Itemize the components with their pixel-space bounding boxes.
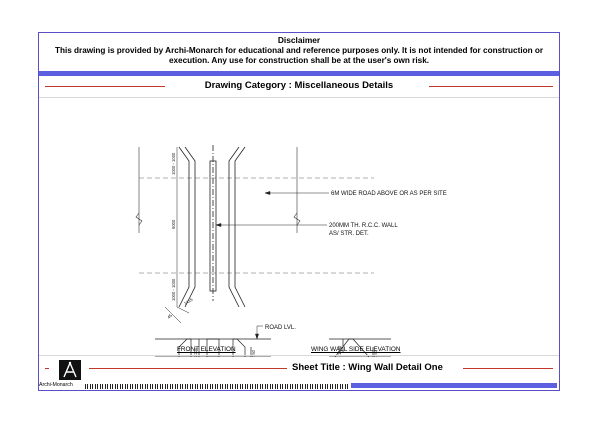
wing-wall-left-outer: [178, 146, 190, 308]
dim-top: 1000 - 1000: [171, 152, 176, 175]
drawing-sheet: Disclaimer This drawing is provided by A…: [38, 32, 560, 391]
front-center-wall: [206, 338, 220, 357]
dimension-line-diag2: [164, 306, 182, 324]
sheet-rule-right: [463, 368, 553, 369]
dim-side-h: 1400: [337, 345, 342, 355]
disclaimer-text: This drawing is provided by Archi-Monarc…: [54, 45, 544, 66]
disclaimer-box: Disclaimer This drawing is provided by A…: [39, 33, 559, 70]
note-wall-line2: AS/ STR. DET.: [329, 231, 369, 237]
sheet-rule-left: [89, 368, 287, 369]
side-wing-profile: [334, 338, 370, 357]
caption-front-elevation: FRONT ELEVATION: [177, 346, 236, 353]
dim-bottom-45: 45: [166, 312, 173, 319]
note-road-lvl: ROAD LVL.: [265, 325, 296, 331]
dim-bottom: 1000 - 1000: [171, 278, 176, 301]
brand-name: Archi-Monarch: [39, 382, 73, 388]
category-separator: [39, 97, 559, 98]
wing-wall-drawing: 1000 - 1000 6000 1000 - 1000 1415 45 6M …: [135, 145, 447, 357]
category-title: Drawing Category : Miscellaneous Details: [201, 80, 397, 91]
dim-bottom-diag: 1415: [183, 297, 194, 306]
disclaimer-title: Disclaimer: [277, 35, 321, 45]
sheet-title-bar: Sheet Title : Wing Wall Detail One: [39, 361, 559, 375]
dim-side-small: 750: [373, 349, 378, 357]
caption-side-elevation: WING WALL SIDE ELEVATION: [311, 346, 401, 353]
break-symbol-right: [293, 212, 301, 226]
leader-wall-arrow: [215, 223, 222, 227]
front-wing-left: [178, 338, 192, 357]
leader-road-above-arrow: [264, 191, 271, 195]
wing-wall-right-inner: [228, 146, 240, 308]
bottom-accent-bar: [351, 383, 557, 388]
dim-middle: 6000: [171, 219, 176, 229]
note-wall-line1: 200MM TH. R.C.C. WALL: [329, 223, 398, 229]
archi-monarch-logo-icon: [59, 360, 81, 380]
note-road-above: 6M WIDE ROAD ABOVE OR AS PER SITE: [331, 191, 447, 197]
dim-front-h: 3200: [193, 347, 198, 357]
category-header: Drawing Category : Miscellaneous Details: [39, 79, 559, 93]
leader-road-lvl-arrow: [255, 333, 259, 340]
category-rule-right: [429, 86, 553, 87]
sheet-rule-left-short: [45, 368, 49, 369]
dim-front-small: 750: [251, 349, 256, 357]
wing-wall-right-outer: [234, 146, 246, 308]
wing-wall-left-inner: [184, 146, 196, 308]
top-accent-bar: [39, 71, 559, 76]
dimension-line-diagonal: [176, 306, 190, 314]
sheet-title: Sheet Title : Wing Wall Detail One: [289, 361, 446, 375]
front-wing-right: [232, 338, 246, 357]
category-rule-left: [45, 86, 165, 87]
barcode-strip: [85, 384, 349, 389]
title-separator: [39, 355, 559, 356]
break-symbol-left: [135, 212, 143, 226]
